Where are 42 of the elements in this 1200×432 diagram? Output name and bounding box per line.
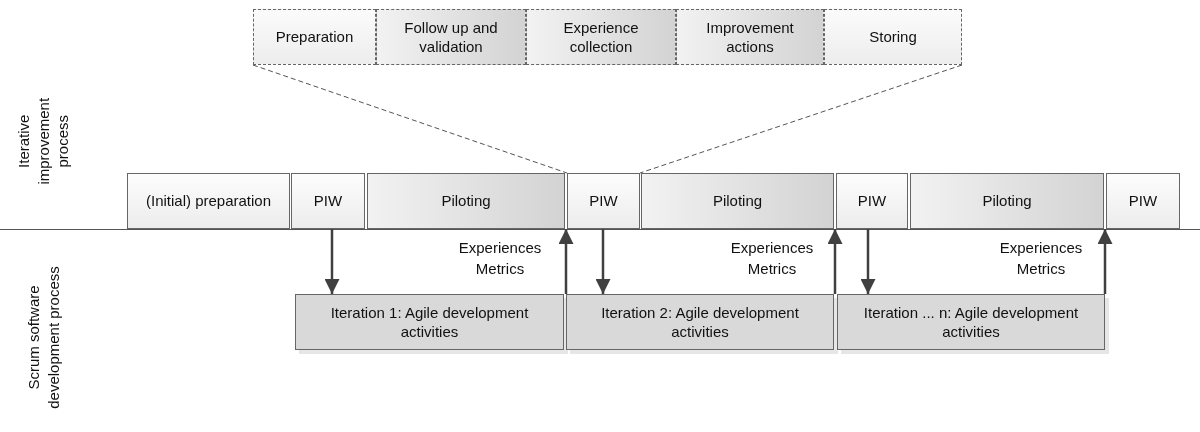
node-label: PIW [588,191,619,211]
node-label: Follow up and validation [403,17,499,57]
process-box [127,173,290,229]
node-label: Improvement actions [705,17,795,57]
arrow [324,229,340,294]
process-box [910,173,1104,229]
phase-box [376,9,526,65]
arrow [595,229,611,294]
phase-box [676,9,824,65]
node-label: PIW [1127,191,1159,211]
process-box [1106,173,1180,229]
node-label: Piloting [440,191,492,211]
zoom-line [639,64,963,174]
phase-box [526,9,676,65]
node-label: Iteration 1: Agile development activities [329,302,530,342]
node-label: Storing [868,27,918,47]
node-label: Preparation [274,27,355,47]
edge-label: Experiences Metrics [729,238,815,279]
node-label: Experience collection [562,17,640,57]
node-label: PIW [312,191,344,211]
node-label: PIW [856,191,888,211]
process-label: Iterative improvement process [13,96,72,187]
process-box [567,173,640,229]
arrow [860,229,876,294]
arrow [1097,229,1113,294]
edge-label: Experiences Metrics [998,238,1084,279]
arrow [558,229,574,294]
phase-box [253,9,376,65]
process-box [836,173,908,229]
zoom-line [252,64,568,174]
node-label: (Initial) preparation [144,191,273,211]
process-box [641,173,834,229]
process-box [367,173,565,229]
process-box [291,173,365,229]
edge-label: Experiences Metrics [457,238,543,279]
process-label: Scrum software development process [23,265,63,411]
node-label: Iteration ... n: Agile development activities [862,302,1080,342]
node-label: Piloting [711,191,764,211]
node-label: Piloting [981,191,1033,211]
phase-box [824,9,962,65]
arrow [827,229,843,294]
node-label: Iteration 2: Agile development activities [600,302,800,342]
